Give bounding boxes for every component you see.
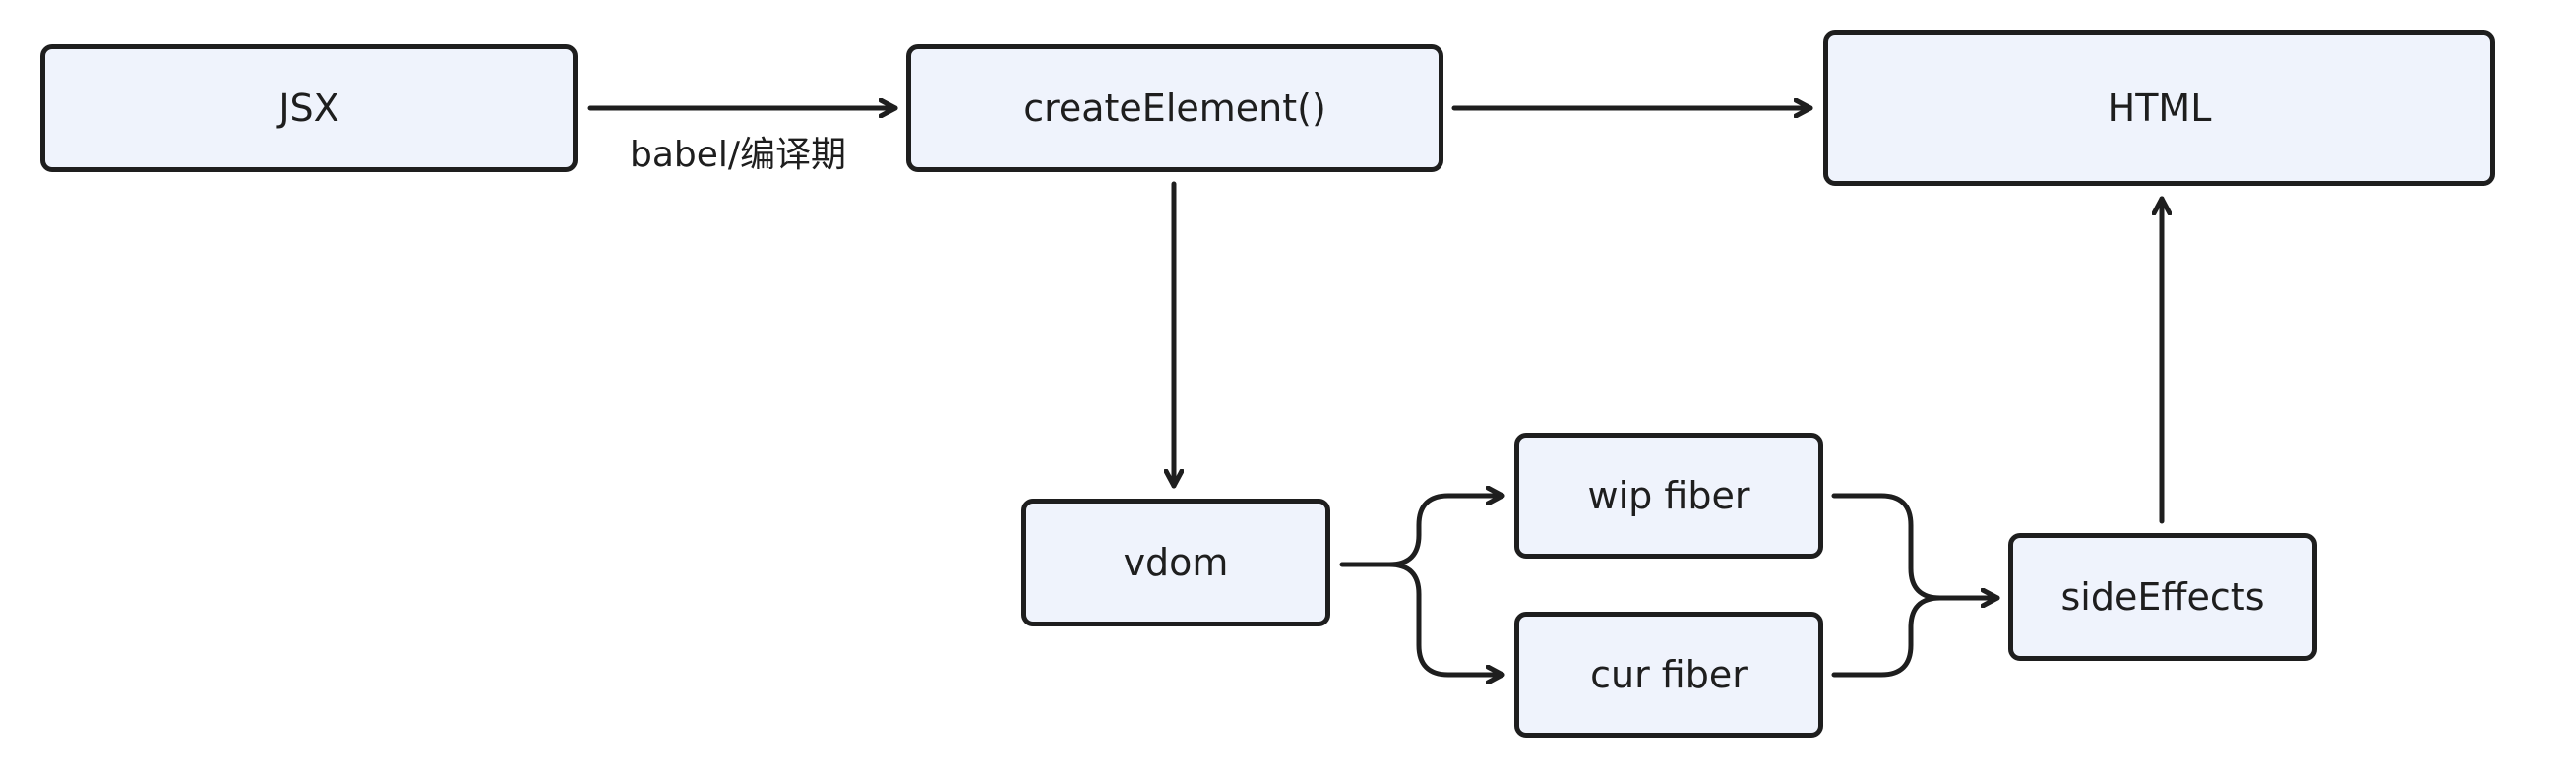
arrow-wip-fiber-to-side-effects	[1831, 493, 2000, 598]
arrow-vdom-to-wip-fiber	[1339, 496, 1505, 567]
edge-label-babel: babel/编译期	[630, 135, 847, 175]
arrow-vdom-to-cur-fiber	[1386, 562, 1505, 675]
node-vdom: vdom	[1021, 499, 1330, 626]
node-jsx-label: JSX	[278, 87, 339, 130]
node-wip-fiber: wip fiber	[1514, 433, 1823, 559]
node-wip-fiber-label: wip fiber	[1587, 474, 1750, 517]
node-create-element: createElement()	[906, 44, 1443, 172]
node-html: HTML	[1823, 30, 2495, 186]
node-jsx: JSX	[40, 44, 578, 172]
node-side-effects-label: sideEffects	[2060, 575, 2265, 619]
node-create-element-label: createElement()	[1023, 87, 1326, 130]
node-cur-fiber: cur fiber	[1514, 612, 1823, 738]
node-side-effects: sideEffects	[2008, 533, 2317, 661]
node-html-label: HTML	[2107, 87, 2212, 130]
node-vdom-label: vdom	[1123, 541, 1229, 584]
arrow-cur-fiber-to-side-effects	[1831, 595, 1943, 678]
node-cur-fiber-label: cur fiber	[1590, 653, 1748, 696]
